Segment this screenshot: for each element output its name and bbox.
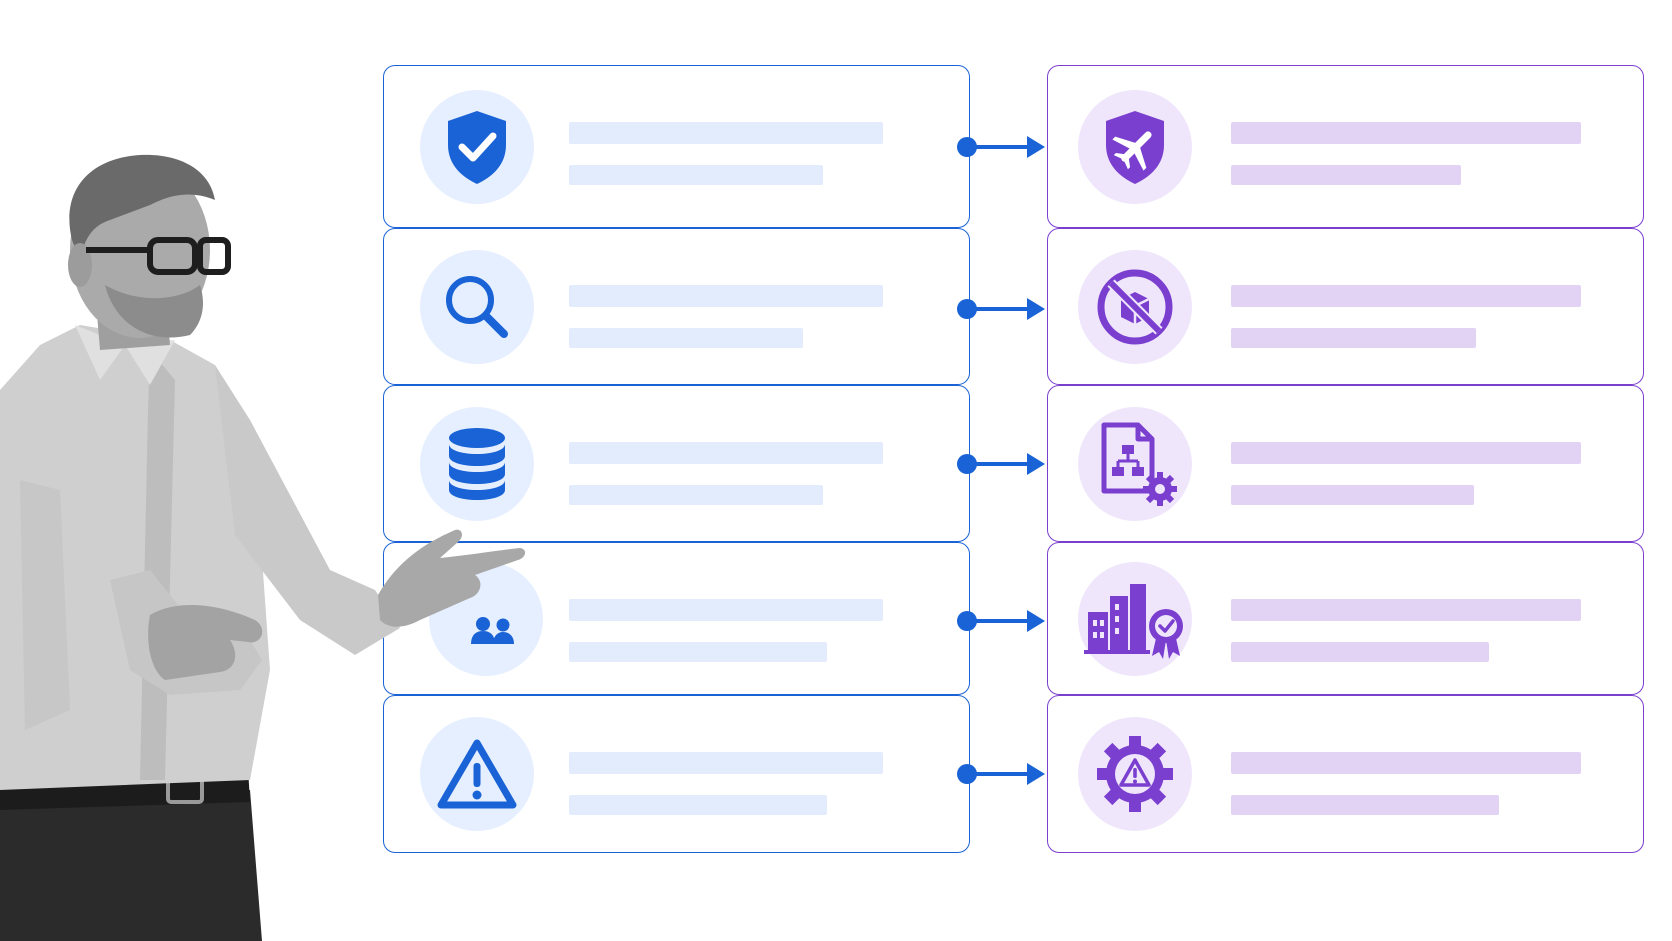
connector-arrow-5 (957, 763, 1045, 785)
warning-triangle-icon (420, 717, 534, 831)
placeholder-line (569, 165, 823, 185)
document-workflow-gear-icon (1078, 406, 1192, 521)
left-card-1 (383, 65, 970, 228)
placeholder-line (1231, 795, 1499, 815)
database-icon (420, 406, 534, 521)
placeholder-line (1231, 752, 1581, 774)
placeholder-line (1231, 442, 1581, 464)
placeholder-line (1231, 599, 1581, 621)
placeholder-line (569, 599, 883, 621)
placeholder-line (1231, 122, 1581, 144)
right-card-2 (1047, 228, 1644, 385)
placeholder-line (569, 752, 883, 774)
presenter-photo (0, 154, 526, 941)
placeholder-line (569, 122, 883, 144)
right-card-1 (1047, 65, 1644, 228)
placeholder-line (569, 442, 883, 464)
placeholder-line (1231, 285, 1581, 307)
connector-arrow-4 (957, 610, 1045, 632)
left-card-2 (383, 228, 970, 385)
shield-check-icon (420, 89, 534, 204)
building-award-icon (1078, 561, 1192, 676)
right-card-5 (1047, 695, 1644, 853)
right-card-4 (1047, 542, 1644, 695)
right-card-3 (1047, 385, 1644, 542)
connector-arrow-1 (957, 136, 1045, 158)
placeholder-line (569, 285, 883, 307)
placeholder-line (1231, 328, 1476, 348)
placeholder-line (569, 642, 827, 662)
gear-warning-icon (1078, 717, 1192, 831)
placeholder-line (569, 485, 823, 505)
no-package-icon (1078, 249, 1192, 364)
placeholder-line (569, 328, 803, 348)
connector-arrow-3 (957, 453, 1045, 475)
shield-airplane-icon (1078, 89, 1192, 204)
placeholder-line (569, 795, 827, 815)
placeholder-line (1231, 165, 1461, 185)
placeholder-line (1231, 485, 1474, 505)
left-card-3 (383, 385, 970, 542)
left-card-5 (383, 695, 970, 853)
placeholder-line (1231, 642, 1489, 662)
magnifier-icon (420, 249, 534, 364)
connector-arrow-2 (957, 298, 1045, 320)
